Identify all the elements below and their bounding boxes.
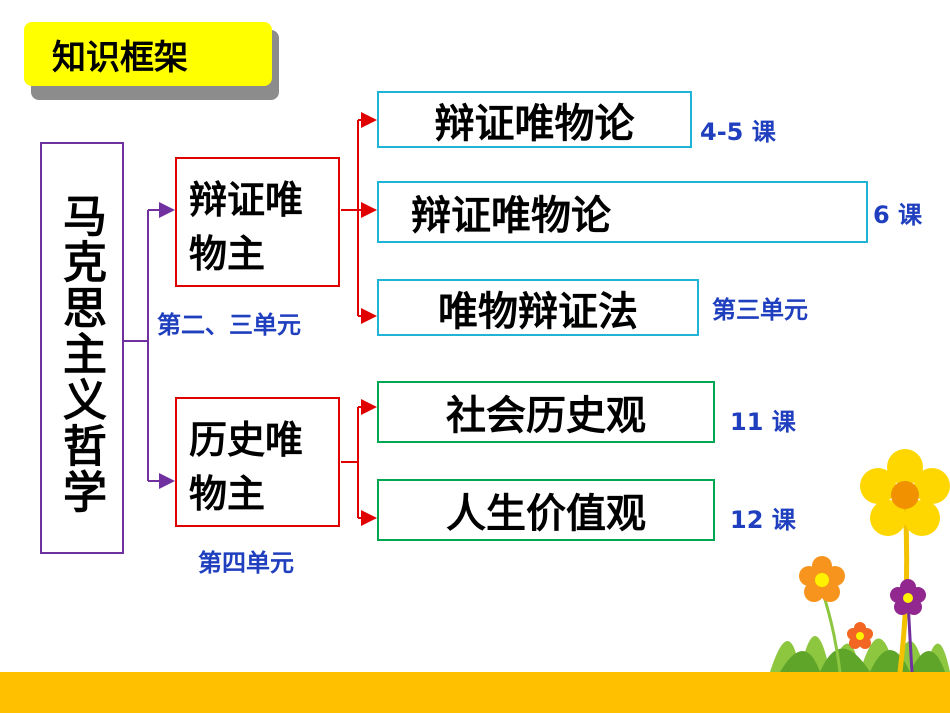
leaf-node-label: 辩证唯物论 bbox=[434, 100, 635, 147]
leaf-note: 6 课 bbox=[873, 201, 923, 229]
leaf-node: 唯物辩证法 bbox=[377, 279, 699, 336]
root-node: 马克思主义哲学 bbox=[40, 142, 124, 554]
branch-node-historical-materialism: 历史唯物主 bbox=[175, 397, 340, 527]
page-title: 知识框架 bbox=[24, 22, 272, 86]
bottom-bar bbox=[0, 672, 950, 713]
leaf-node: 社会历史观 bbox=[377, 381, 715, 443]
leaf-note: 第三单元 bbox=[712, 296, 808, 324]
leaf-node: 人生价值观 bbox=[377, 479, 715, 541]
branch-2-connector bbox=[341, 399, 377, 526]
page-title-text: 知识框架 bbox=[52, 37, 188, 78]
leaf-node: 辩证唯物论 bbox=[377, 91, 692, 148]
leaf-node-label: 社会历史观 bbox=[446, 393, 646, 439]
branch-node-label: 辩证唯物主 bbox=[189, 178, 304, 276]
leaf-node: 辩证唯物论 bbox=[377, 181, 868, 243]
leaf-node-label: 辩证唯物论 bbox=[411, 193, 611, 239]
branch-note: 第二、三单元 bbox=[157, 311, 301, 339]
leaf-node-label: 人生价值观 bbox=[446, 491, 646, 537]
branch-node-dialectical-materialism: 辩证唯物主 bbox=[175, 157, 340, 287]
branch-1-connector bbox=[341, 112, 377, 324]
leaf-note: 12 课 bbox=[730, 506, 796, 534]
flower-decoration bbox=[770, 449, 950, 672]
flower-icon bbox=[847, 622, 873, 649]
root-node-label: 马克思主义哲学 bbox=[55, 193, 106, 515]
flower-icon bbox=[860, 449, 950, 536]
leaf-node-label: 唯物辩证法 bbox=[438, 288, 638, 335]
leaf-note: 4-5 课 bbox=[700, 118, 776, 146]
flower-icon bbox=[799, 556, 845, 602]
branch-node-label: 历史唯物主 bbox=[189, 418, 304, 516]
flower-icon bbox=[890, 579, 926, 615]
root-connector bbox=[124, 202, 175, 489]
leaf-note: 11 课 bbox=[730, 408, 796, 436]
branch-note: 第四单元 bbox=[198, 549, 294, 577]
